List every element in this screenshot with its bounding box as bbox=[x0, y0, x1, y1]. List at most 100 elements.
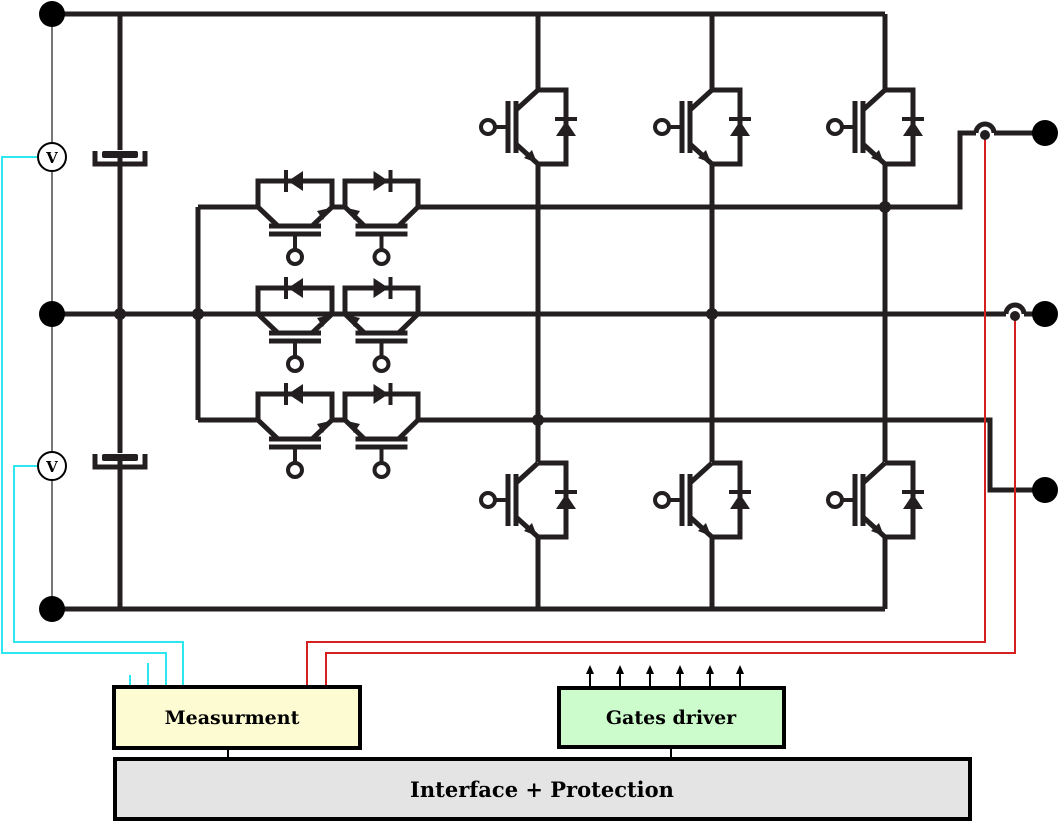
interface-label: Interface + Protection bbox=[410, 777, 674, 802]
measurement-label: Measurment bbox=[165, 707, 300, 729]
emitter-arrow bbox=[317, 208, 330, 220]
igbt-collector bbox=[861, 461, 887, 485]
gate-terminal-icon bbox=[372, 248, 391, 266]
voltmeter-icon bbox=[37, 451, 67, 481]
igbt-icon bbox=[653, 87, 751, 167]
diode-icon bbox=[373, 278, 389, 298]
igbt-collector bbox=[688, 461, 714, 485]
junction-dot bbox=[532, 414, 544, 426]
diode-branch bbox=[538, 460, 569, 540]
diode-branch bbox=[712, 460, 743, 540]
igbt-collector bbox=[688, 88, 714, 112]
igbt-icon bbox=[342, 383, 421, 479]
wire-crossover-hop bbox=[1003, 302, 1027, 315]
measurement-block: Measurment bbox=[112, 685, 362, 750]
diode-icon bbox=[556, 121, 576, 136]
terminal-icon bbox=[39, 301, 65, 327]
igbt-collector bbox=[514, 88, 540, 112]
terminal-icon bbox=[1032, 120, 1058, 146]
diode-icon bbox=[288, 278, 303, 298]
diode-icon bbox=[288, 171, 303, 191]
terminal-icon bbox=[39, 596, 65, 622]
igbt-icon bbox=[826, 87, 924, 167]
interface-box bbox=[113, 757, 972, 821]
igbt-collector bbox=[256, 418, 280, 441]
gate-terminal-icon bbox=[826, 491, 844, 509]
current-sensor-dot bbox=[980, 130, 990, 140]
current-sensor-dot bbox=[1010, 311, 1020, 321]
emitter-arrow bbox=[317, 315, 330, 327]
voltmeter-icon bbox=[37, 142, 67, 172]
emitter-arrow bbox=[698, 523, 711, 536]
junction-dot bbox=[192, 308, 204, 320]
arrow-up-icon bbox=[676, 665, 684, 674]
capacitor-plate-cup bbox=[92, 454, 148, 470]
igbt-icon bbox=[653, 460, 751, 540]
diode-icon bbox=[373, 171, 389, 191]
diode-icon bbox=[373, 384, 389, 404]
diode-icon bbox=[556, 494, 576, 509]
voltage-sense-wire bbox=[13, 465, 184, 687]
igbt-collector bbox=[514, 461, 540, 485]
igbt-icon bbox=[826, 460, 924, 540]
igbt-collector bbox=[256, 205, 280, 228]
igbt-collector bbox=[861, 88, 887, 112]
phase-a-wire bbox=[418, 130, 976, 210]
igbt-icon bbox=[479, 460, 577, 540]
arrow-up-icon bbox=[616, 665, 624, 674]
voltmeter-label: V bbox=[45, 458, 58, 476]
power-wires bbox=[1, 11, 1045, 759]
emitter-arrow bbox=[871, 150, 884, 163]
arrow-up-icon bbox=[646, 665, 654, 674]
emitter-arrow bbox=[871, 523, 884, 536]
gate-terminal-icon bbox=[479, 491, 497, 509]
phase-c-wire bbox=[418, 417, 1045, 493]
gate-terminal-icon bbox=[653, 491, 671, 509]
igbt-collector bbox=[396, 418, 420, 441]
diode-branch bbox=[885, 87, 916, 167]
current-sense-wire bbox=[306, 135, 986, 687]
diode-branch bbox=[712, 87, 743, 167]
terminal-icon bbox=[1032, 301, 1058, 327]
capacitor-icon bbox=[92, 453, 148, 470]
arrow-up-icon bbox=[706, 665, 714, 674]
junction-dot bbox=[114, 308, 126, 320]
gate-terminal-icon bbox=[372, 461, 391, 479]
wire-crossover-hop bbox=[973, 121, 997, 134]
igbt-icon bbox=[255, 170, 335, 266]
gate-terminal-icon bbox=[479, 118, 497, 136]
arrow-up-icon bbox=[586, 665, 594, 674]
components bbox=[39, 1, 1058, 622]
emitter-arrow bbox=[347, 421, 360, 433]
capacitor-plate bbox=[102, 151, 138, 158]
gate-terminal-icon bbox=[826, 118, 844, 136]
gate-terminal-icon bbox=[286, 248, 304, 266]
igbt-icon bbox=[342, 170, 421, 266]
igbt-icon bbox=[479, 87, 577, 167]
emitter-arrow bbox=[317, 421, 330, 433]
gate-terminal-icon bbox=[286, 355, 304, 373]
emitter-arrow bbox=[347, 315, 360, 327]
igbt-collector bbox=[256, 312, 280, 335]
igbt-collector bbox=[396, 312, 420, 335]
diode-icon bbox=[730, 121, 750, 136]
gates-driver-block: Gates driver bbox=[557, 686, 786, 749]
diode-icon bbox=[903, 121, 923, 136]
interface-block: Interface + Protection bbox=[113, 757, 972, 821]
emitter-arrow bbox=[347, 208, 360, 220]
terminal-icon bbox=[1032, 477, 1058, 503]
diode-branch bbox=[885, 460, 916, 540]
terminal-icon bbox=[39, 1, 65, 27]
igbt-collector bbox=[396, 205, 420, 228]
junction-dot bbox=[706, 308, 718, 320]
junction-dot bbox=[879, 201, 891, 213]
current-sense-wire bbox=[325, 316, 1016, 687]
diode-icon bbox=[730, 494, 750, 509]
voltmeter-label: V bbox=[45, 149, 58, 167]
voltmeter-bottom: V bbox=[37, 451, 67, 481]
gate-terminal-icon bbox=[372, 355, 391, 373]
capacitor-icon bbox=[92, 150, 148, 167]
capacitor-plate bbox=[102, 454, 138, 461]
diode-icon bbox=[288, 384, 303, 404]
